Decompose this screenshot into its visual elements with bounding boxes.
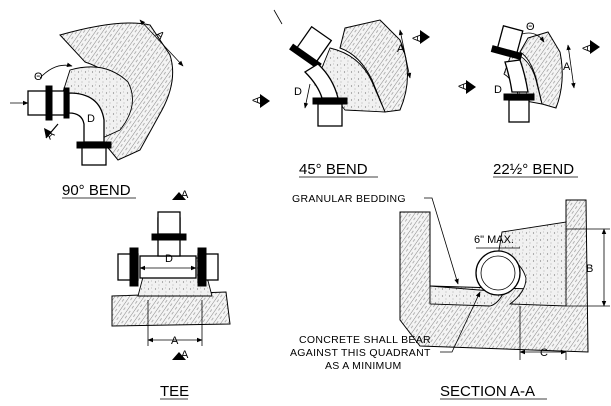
bend-90-detail: Θ D A A 90° BEND: [10, 19, 184, 199]
bend-45-section-arrow-left: A: [251, 94, 270, 108]
bend-45-pipe-bottom: [317, 103, 343, 127]
tee-section-arrow-bottom: A: [172, 349, 189, 361]
bend-90-caption: 90° BEND: [62, 182, 131, 199]
bend-22-detail: D Θ A A A 22½° BEND: [457, 21, 600, 178]
section-pipe-outer: [475, 250, 521, 296]
bend-90-theta-label: Θ: [34, 71, 43, 83]
section-aa-detail: 6" MAX. B C GRANULAR BEDDING CONCRETE SH…: [290, 193, 610, 400]
bend-90-flange-left: [45, 85, 53, 121]
svg-text:A: A: [457, 82, 469, 90]
svg-text:A: A: [581, 44, 593, 52]
bend-90-flange-right: [63, 87, 70, 119]
bend-22-section-arrow-left: A: [457, 80, 476, 94]
svg-text:A: A: [251, 96, 263, 104]
section-b-dim: B: [586, 263, 593, 275]
bend-45-caption: 45° BEND: [299, 161, 368, 178]
svg-text:A: A: [411, 34, 423, 42]
bend-45-flange-bottom: [312, 97, 348, 105]
bend-90-theta-arc: [39, 62, 73, 79]
section-note-line1: CONCRETE SHALL BEAR: [299, 334, 431, 346]
bend-22-soil: [519, 31, 563, 109]
svg-text:A: A: [181, 349, 189, 361]
section-caption: SECTION A-A: [440, 383, 535, 400]
bend-22-a-dim: A: [563, 61, 571, 73]
bend-22-theta-label: Θ: [526, 21, 535, 33]
bend-90-section-arrow: A: [44, 123, 59, 142]
section-c-dim: C: [540, 347, 548, 359]
tee-flange-top: [151, 233, 187, 241]
bend-22-d-label: D: [494, 84, 502, 96]
bend-22-caption: 22½° BEND: [493, 161, 574, 178]
tee-d-label: D: [165, 253, 173, 265]
bend-90-flange-bottom: [76, 141, 112, 149]
section-six-max-label: 6" MAX.: [474, 234, 514, 246]
tee-a-dim: A: [171, 335, 179, 347]
bend-22-elbow: [504, 59, 529, 93]
bend-22-flange-top: [490, 45, 523, 60]
section-granular-label: GRANULAR BEDDING: [292, 193, 406, 205]
section-note-line3: AS A MINIMUM: [325, 360, 402, 372]
tee-caption: TEE: [160, 383, 189, 400]
tee-flange-right: [197, 247, 207, 287]
bend-45-a-dim: A: [397, 43, 405, 55]
svg-text:A: A: [181, 189, 189, 201]
tee-detail: D A A A TEE: [111, 189, 231, 400]
bend-22-section-arrow-right: A: [581, 40, 600, 54]
bend-22-pipe-bottom: [508, 99, 530, 123]
section-pipe-inner: [480, 255, 516, 291]
tee-section-arrow-top: A: [172, 189, 189, 201]
bend-22-flange-bottom: [503, 93, 535, 101]
bend-45-detail: D A A A 45° BEND: [251, 9, 430, 178]
bend-45-section-arrow-right: A: [411, 30, 430, 44]
bend-90-d-label: D: [87, 113, 95, 125]
bend-45-d-label: D: [294, 86, 302, 98]
tee-soil: [111, 291, 231, 327]
tee-flange-left: [129, 247, 139, 287]
section-soil: [399, 199, 589, 353]
section-note-line2: AGAINST THIS QUADRANT: [290, 347, 431, 359]
